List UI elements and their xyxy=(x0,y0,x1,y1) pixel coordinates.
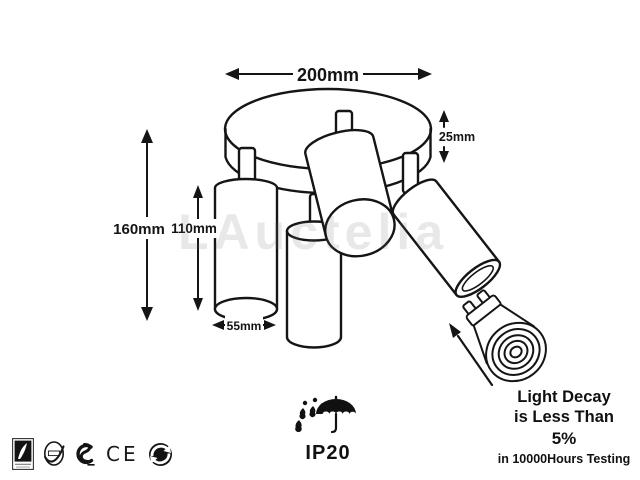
bulb-insert-arrow xyxy=(449,323,494,387)
light-decay-note: Light Decay is Less Than 5% in 10000Hour… xyxy=(490,388,638,466)
label-head-height: 110mm xyxy=(171,221,217,236)
light-decay-line1: Light Decay xyxy=(517,388,611,406)
ce-mark: CE xyxy=(106,442,139,466)
dimension-plate-diameter xyxy=(225,61,432,86)
ip-rating-label: IP20 xyxy=(305,442,351,464)
light-decay-line4: in 10000Hours Testing xyxy=(497,451,631,466)
label-head-diameter: 55mm xyxy=(227,319,262,333)
light-decay-line3: 5% xyxy=(551,428,577,448)
vertical-cert-badge-icon xyxy=(12,438,34,470)
label-overall-height: 160mm xyxy=(113,221,165,238)
dimension-head-diameter xyxy=(212,316,276,333)
light-decay-line2: is Less Than xyxy=(514,407,614,426)
round-cert-mark-icon xyxy=(43,441,65,466)
umbrella-with-raindrops-icon xyxy=(295,395,356,434)
dimension-overall-height xyxy=(107,129,172,321)
green-dot-recycling-icon xyxy=(148,442,172,466)
spot-head-center xyxy=(304,109,396,258)
dimension-head-height xyxy=(166,185,223,311)
label-plate-diameter: 200mm xyxy=(297,65,359,85)
gs-cert-mark-icon xyxy=(76,442,95,466)
dimension-plate-thickness xyxy=(439,110,449,163)
certification-row: CE xyxy=(12,434,173,474)
ip-rating-badge: IP20 xyxy=(291,394,365,465)
spot-head-right xyxy=(391,151,502,298)
label-plate-thickness: 25mm xyxy=(439,130,475,144)
gu10-bulb xyxy=(449,289,547,387)
